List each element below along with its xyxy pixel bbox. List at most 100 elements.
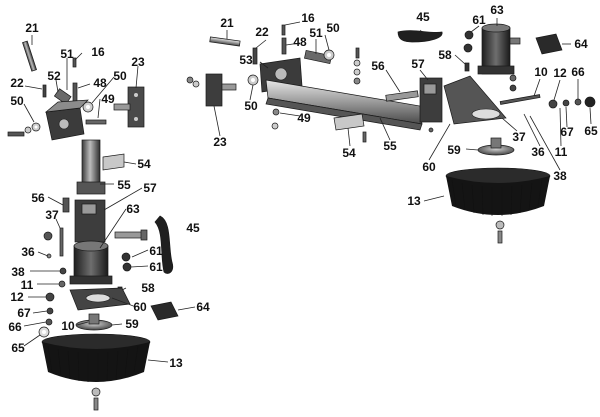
callout-label: 65: [584, 124, 598, 138]
left-callouts: 21 16 22 51 52 48 50 23 50 49 54 56 55 5…: [8, 21, 210, 370]
brush-plate-part: [69, 287, 131, 311]
key-part-right: [464, 62, 470, 72]
callout-label: 22: [255, 25, 269, 39]
callout-label: 38: [553, 169, 567, 183]
mounting-plate-part-right: [186, 73, 237, 107]
hydraulic-motor-part-right: [477, 23, 521, 75]
fitting-part-right: [464, 30, 474, 40]
callout-label: 37: [512, 130, 526, 144]
bolt-part: [42, 84, 47, 98]
callout-label: 48: [293, 35, 307, 49]
nut-part: [43, 231, 53, 241]
callout-label: 50: [10, 94, 24, 108]
cover-plate-part: [150, 301, 179, 321]
pin-part-right: [209, 36, 241, 47]
rod-part: [59, 227, 64, 257]
bottom-bolt-part: [91, 387, 101, 411]
callout-label: 21: [25, 21, 39, 35]
callout-label: 49: [297, 111, 311, 125]
callout-label: 38: [11, 265, 25, 279]
callout-label: 56: [371, 59, 385, 73]
motor-housing-part: [74, 199, 106, 243]
callout-label: 12: [553, 66, 567, 80]
callout-label: 60: [133, 300, 147, 314]
callout-label: 63: [126, 202, 140, 216]
small-bolt-part: [72, 57, 77, 68]
stop-plate-part-right: [385, 90, 419, 102]
arm-beam-part: [265, 79, 423, 131]
callout-label: 11: [555, 145, 568, 159]
callout-label: 21: [220, 16, 234, 30]
callout-label: 52: [47, 69, 61, 83]
callout-label: 57: [411, 57, 425, 71]
callout-label: 10: [534, 65, 548, 79]
callout-label: 61: [149, 260, 163, 274]
callout-label: 23: [213, 135, 227, 149]
callout-label: 36: [531, 145, 545, 159]
brush-plate-part-right: [443, 75, 507, 125]
callout-label: 45: [416, 10, 430, 24]
callout-label: 45: [186, 221, 200, 235]
callout-label: 67: [17, 306, 31, 320]
callout-label: 12: [10, 290, 24, 304]
stop-plate-part: [62, 197, 70, 213]
callout-label: 13: [407, 194, 421, 208]
callout-label: 49: [101, 92, 115, 106]
callout-label: 59: [447, 143, 461, 157]
wear-pad-part: [102, 153, 125, 171]
fastener-stack: [353, 47, 361, 85]
fitting-part: [114, 229, 148, 272]
motor-housing-part-right: [419, 77, 443, 123]
broom-brush-part-right: [445, 167, 551, 216]
callout-label: 59: [125, 317, 139, 331]
callout-label: 51: [309, 26, 323, 40]
callout-label: 50: [244, 99, 258, 113]
right-callouts: 21 22 16 48 50 51 53 45 61 63 64 58 56 5…: [213, 3, 598, 208]
brush-hub-part: [75, 313, 113, 331]
vertical-tube-part: [76, 139, 106, 195]
nut-part-38: [59, 267, 67, 275]
hose-part-right: [397, 30, 443, 43]
callout-label: 50: [326, 21, 340, 35]
callout-label: 48: [93, 76, 107, 90]
right-assembly: [186, 23, 596, 244]
callout-label: 64: [196, 300, 210, 314]
spacer-part: [45, 292, 55, 302]
callout-label: 66: [571, 65, 585, 79]
callout-label: 16: [301, 11, 315, 25]
callout-label: 50: [113, 69, 127, 83]
callout-label: 67: [560, 125, 574, 139]
callout-label: 61: [472, 13, 486, 27]
small-bolt-part-right: [281, 24, 286, 36]
callout-label: 22: [10, 76, 24, 90]
callout-label: 63: [490, 3, 504, 17]
callout-label: 56: [31, 191, 45, 205]
bolt-part-49: [85, 119, 107, 125]
callout-label: 36: [21, 245, 35, 259]
pivot-bracket-part: [44, 99, 89, 141]
callout-label: 64: [574, 37, 588, 51]
left-assembly: [7, 40, 179, 411]
callout-label: 58: [141, 281, 155, 295]
callout-label: 61: [149, 244, 163, 258]
bottom-bolt-part-right: [495, 220, 505, 244]
callout-label: 55: [117, 178, 131, 192]
spring-part: [53, 88, 72, 105]
callout-label: 37: [45, 208, 59, 222]
callout-label: 54: [342, 146, 356, 160]
callout-label: 13: [169, 356, 183, 370]
callout-label: 23: [131, 55, 145, 69]
wear-pad-part-right: [333, 113, 365, 131]
pin-part: [22, 40, 37, 72]
callout-label: 54: [137, 157, 151, 171]
callout-label: 53: [239, 53, 253, 67]
brush-hub-part-right: [477, 137, 515, 156]
callout-label: 16: [91, 45, 105, 59]
callout-label: 55: [383, 139, 397, 153]
broom-brush-part: [41, 333, 151, 382]
callout-label: 58: [438, 48, 452, 62]
mounting-plate-part: [113, 86, 145, 128]
callout-label: 60: [422, 160, 436, 174]
